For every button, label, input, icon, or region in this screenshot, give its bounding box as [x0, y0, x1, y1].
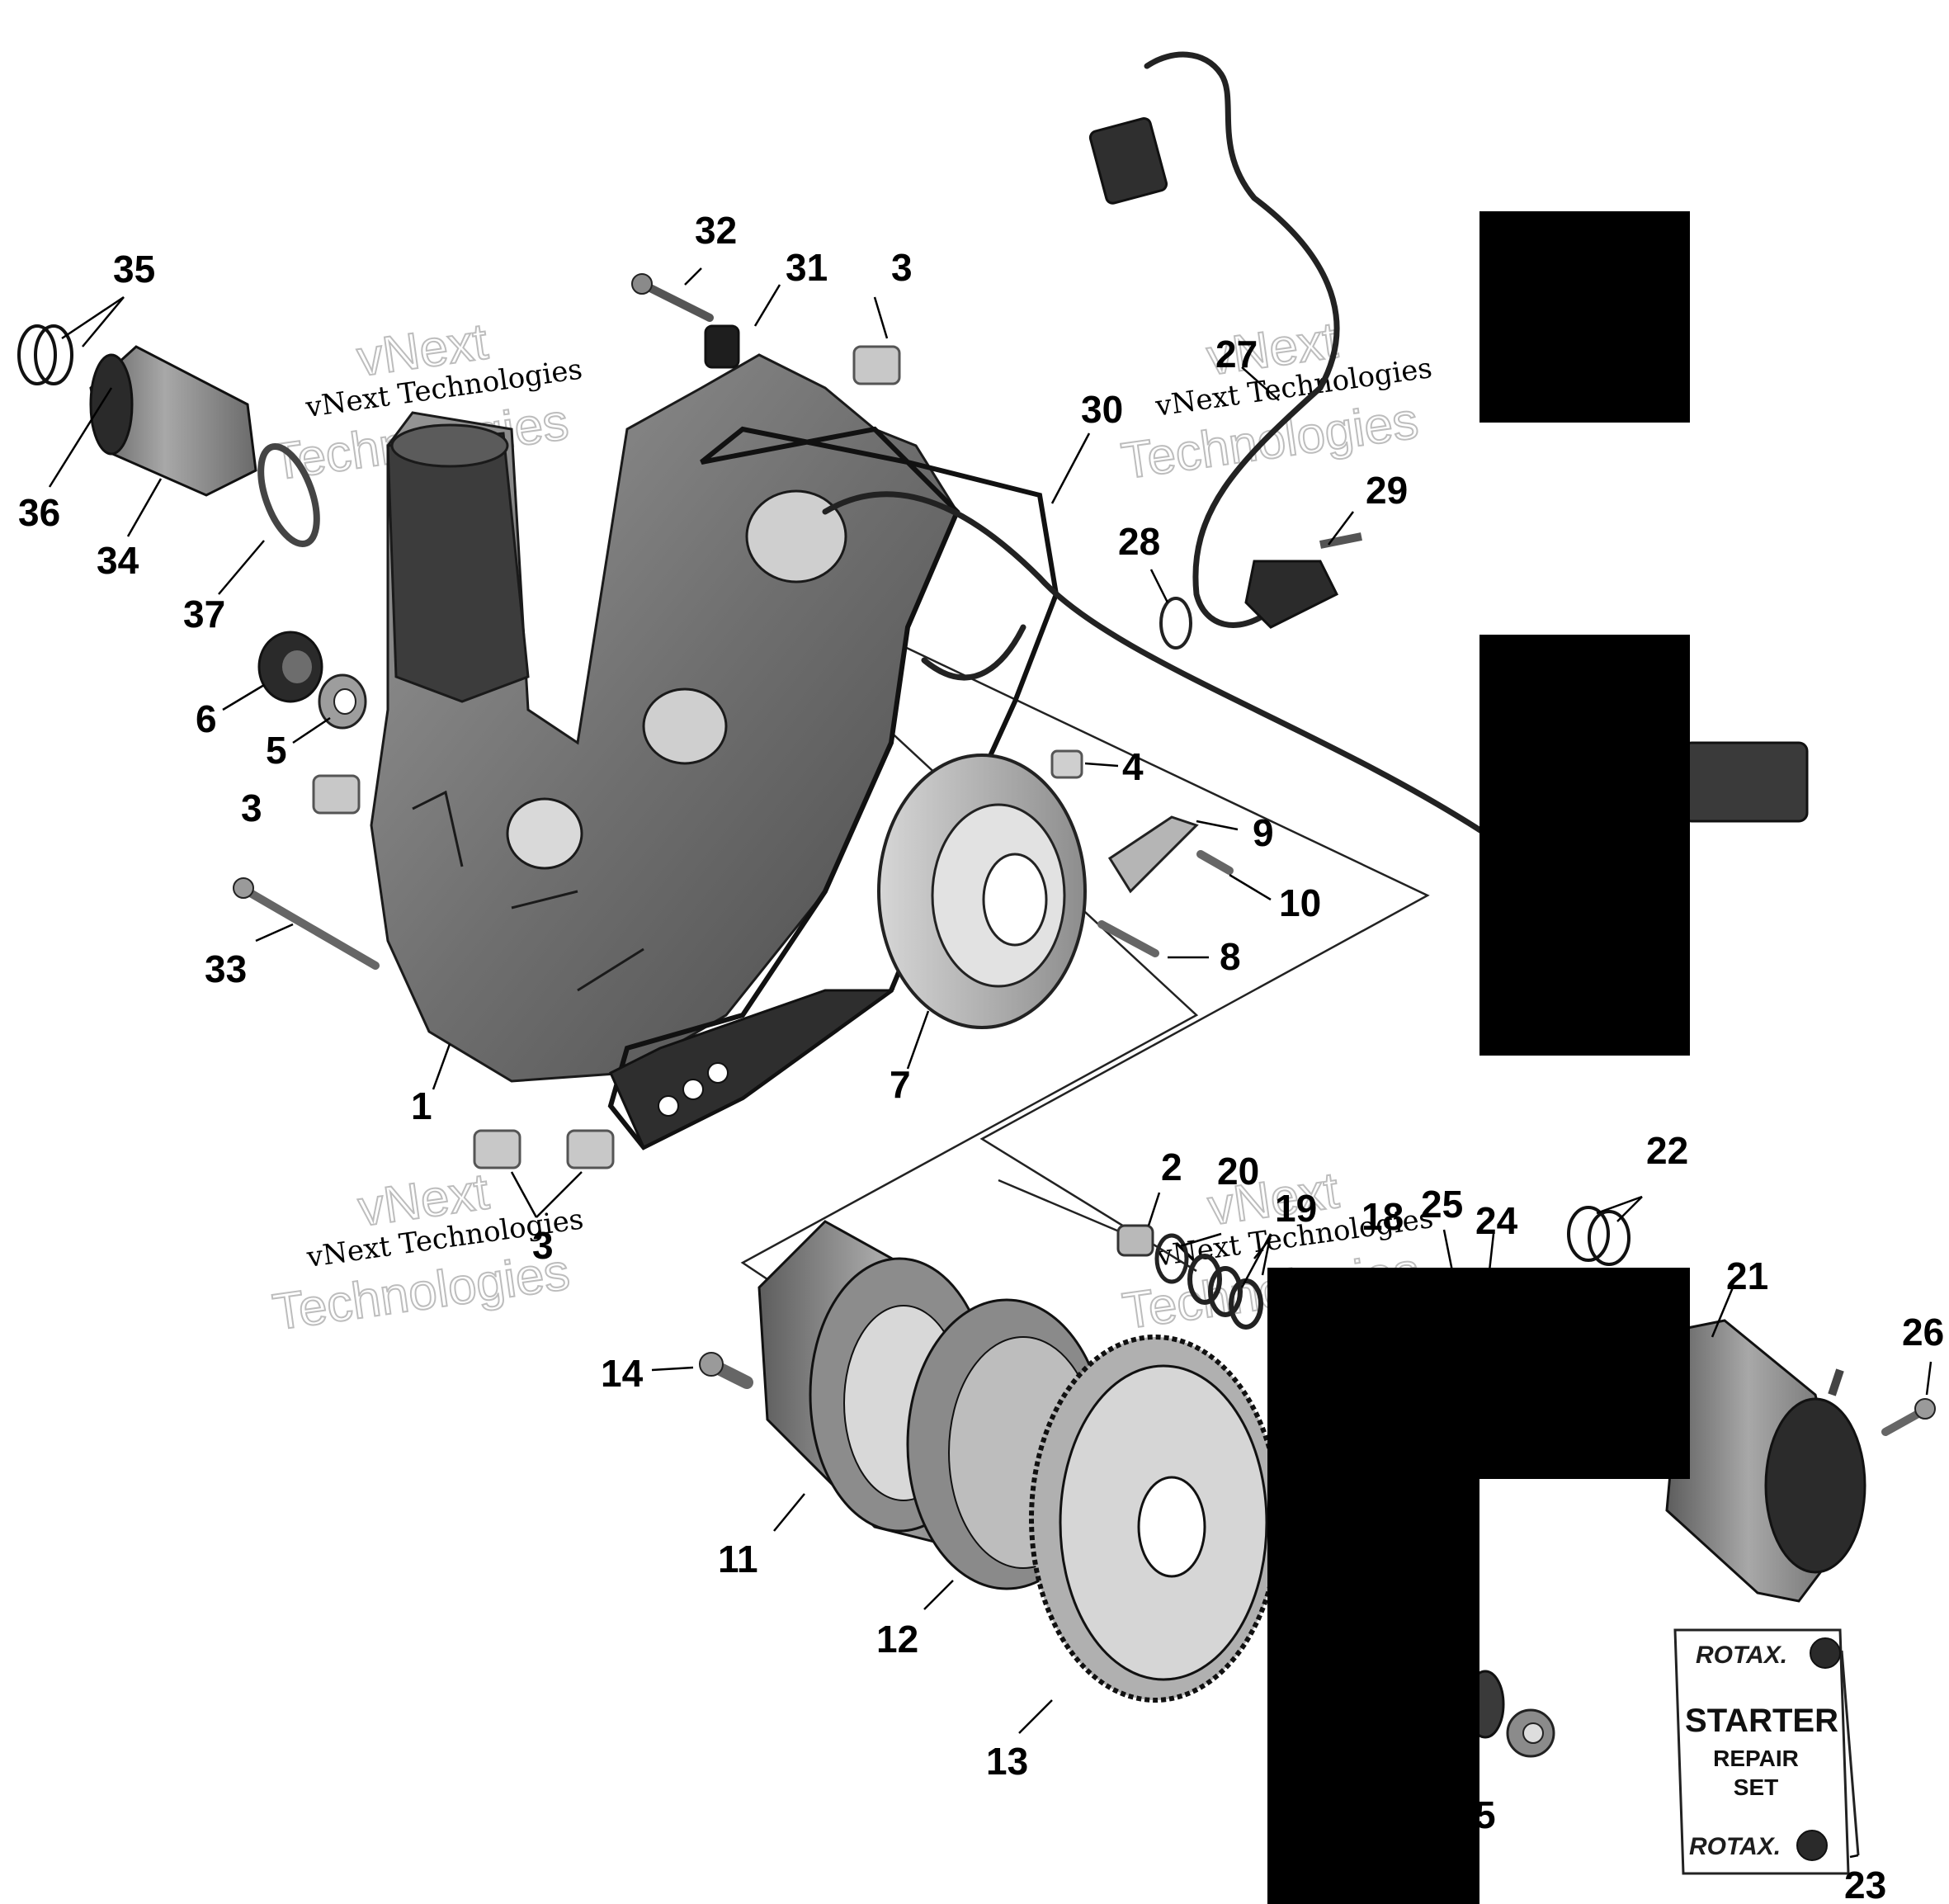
clamp-37	[257, 442, 320, 548]
callout-13: 13	[986, 1740, 1028, 1783]
callout-7: 7	[890, 1063, 911, 1106]
kit-brand-bottom: ROTAX.	[1689, 1833, 1781, 1860]
callout-34: 34	[97, 539, 139, 582]
screw-14	[699, 1352, 753, 1389]
callout-5-bottom: 5	[1475, 1793, 1496, 1836]
screw-10	[1196, 850, 1234, 875]
magneto-cover	[370, 353, 959, 1083]
screw-26	[1881, 1398, 1936, 1436]
callout-3-bottom: 3	[532, 1224, 554, 1267]
callout-3-top: 3	[891, 246, 913, 289]
bearing-5	[318, 673, 367, 730]
callout-14: 14	[601, 1352, 644, 1395]
callout-19: 19	[1275, 1187, 1317, 1230]
dowel-3-top	[852, 345, 901, 385]
callout-18: 18	[1361, 1195, 1404, 1238]
redaction-block-bottom	[1267, 1268, 1690, 1904]
callout-35: 35	[113, 248, 155, 291]
kit-line2: REPAIR	[1713, 1746, 1799, 1771]
callout-29: 29	[1366, 469, 1408, 512]
callout-37: 37	[183, 593, 225, 635]
wiring-connector-right	[1682, 741, 1809, 823]
callout-11: 11	[718, 1538, 758, 1580]
callout-5-left: 5	[266, 729, 287, 772]
gasket	[607, 426, 1059, 1150]
kit-brand-top: ROTAX.	[1696, 1642, 1787, 1669]
kit-line3: SET	[1734, 1774, 1778, 1800]
callout-27: 27	[1215, 333, 1258, 376]
callout-8: 8	[1220, 935, 1241, 978]
callout-36: 36	[18, 491, 60, 534]
kit-title: STARTER	[1685, 1703, 1838, 1739]
callout-2: 2	[1161, 1146, 1182, 1188]
screw-32	[631, 273, 714, 322]
callout-31: 31	[786, 246, 828, 289]
leader-lines	[48, 267, 1932, 1859]
redaction-block-middle	[1479, 635, 1690, 1056]
callout-1: 1	[411, 1084, 432, 1127]
callout-3-left: 3	[241, 787, 262, 829]
seal-6	[257, 631, 323, 703]
callouts: 1 2 3 3 3 4 5 5 6 7 8 9 10 11 12 13 14 1…	[18, 209, 1944, 1904]
bushing-2	[1116, 1224, 1154, 1257]
washer-20	[1154, 1233, 1189, 1284]
callout-26: 26	[1902, 1311, 1944, 1354]
starter-repair-set-card: ROTAX. STARTER REPAIR SET ROTAX.	[1673, 1628, 1860, 1875]
stator-7	[877, 754, 1087, 1029]
sleeve-34	[89, 345, 257, 497]
callout-9: 9	[1253, 811, 1274, 854]
callout-28: 28	[1118, 520, 1160, 563]
clamp-31	[704, 324, 740, 369]
dowels-3-bottom	[473, 1129, 615, 1169]
bracket-9	[1107, 815, 1199, 894]
dowel-4	[1050, 749, 1083, 779]
callout-30: 30	[1081, 388, 1123, 431]
callout-22: 22	[1646, 1129, 1688, 1172]
callout-6: 6	[196, 697, 217, 740]
callout-32: 32	[695, 209, 737, 252]
callout-20: 20	[1217, 1150, 1259, 1193]
dowel-3-left	[312, 774, 361, 815]
callout-33: 33	[205, 947, 247, 990]
o-ring-28	[1159, 597, 1192, 650]
redaction-block-top	[1479, 211, 1690, 423]
wiring-connector-top	[1088, 116, 1168, 205]
callout-4: 4	[1122, 745, 1144, 788]
rings-22	[1567, 1206, 1630, 1266]
rings-35	[17, 324, 73, 385]
callout-21: 21	[1726, 1254, 1768, 1297]
starter-motor-21	[1665, 1319, 1866, 1603]
crank-sensor	[1244, 532, 1362, 629]
ring-gear-13	[1029, 1335, 1281, 1703]
screw-8	[1097, 920, 1159, 957]
callout-25: 25	[1421, 1183, 1463, 1226]
callout-10: 10	[1279, 881, 1321, 924]
bolt-33	[233, 877, 380, 970]
bearing-5-bottom	[1506, 1708, 1555, 1758]
callout-24: 24	[1475, 1199, 1518, 1242]
callout-12: 12	[876, 1618, 918, 1661]
brp-logo-bottom	[1796, 1830, 1828, 1861]
callout-23: 23	[1844, 1864, 1886, 1904]
brp-logo-top	[1810, 1637, 1841, 1669]
